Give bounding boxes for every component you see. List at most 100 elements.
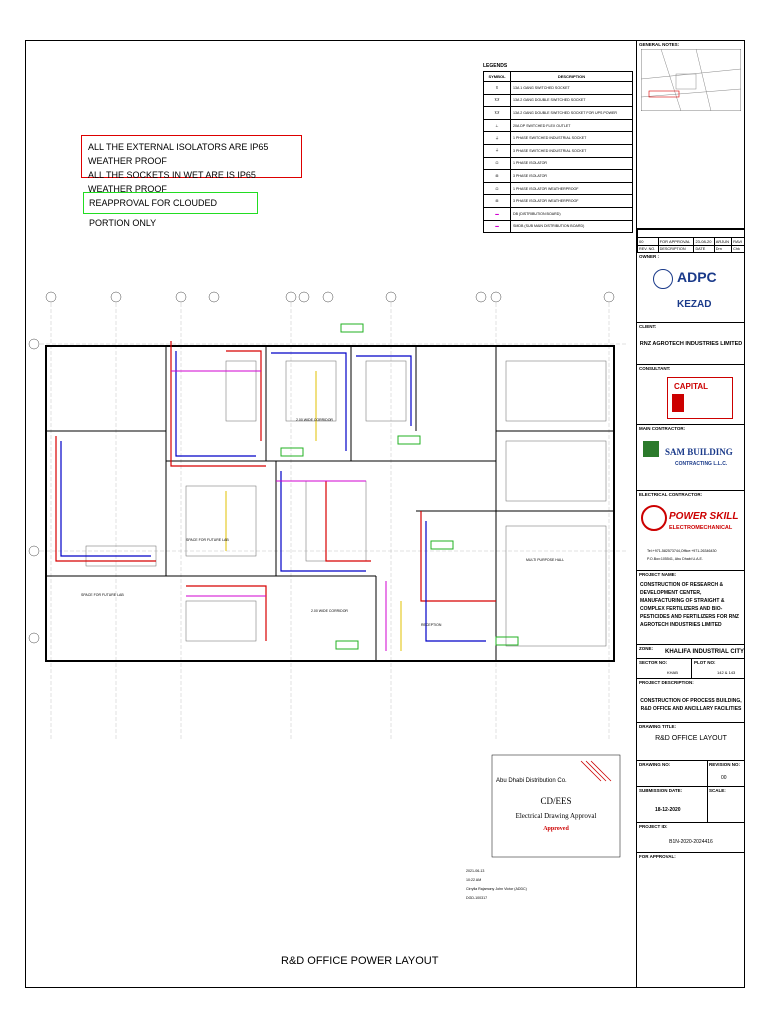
project-id: B1N-2020-2024416	[669, 839, 713, 845]
revision-table: 00 FOR APPROVAL 23-08-20 ARJUN RAVI REV.…	[637, 229, 745, 253]
legend-row: 3 PHASE ISOLATOR WEATHERPROOF	[510, 194, 633, 208]
electrical-contractor-label: ELECTRICAL CONTRACTOR:	[639, 492, 703, 497]
legend-symbol-icon: ⊼⊼	[483, 106, 511, 120]
stamp-signer: Cirrylla Rajamony John Victor (ADDC)	[466, 887, 527, 891]
owner-logo-adpc: ADPC	[677, 269, 717, 285]
drawing-title-section: DRAWING TITLE: R&D OFFICE LAYOUT	[637, 723, 745, 761]
legend-symbol-icon: ⊡	[483, 181, 511, 196]
plot-label: PLOT NO:	[694, 660, 716, 665]
reapproval-note: REAPPROVAL FOR CLOUDED PORTION ONLY	[83, 192, 258, 228]
for-approval-label: FOR APPROVAL:	[639, 854, 676, 859]
title-block: GENERAL NOTES: 00 FOR APPROVAL 23-08-20 …	[636, 41, 745, 987]
drawing-sheet: SPACE FOR FUTURE LAB SPACE FOR FUTURE LA…	[25, 40, 745, 988]
plot-value: 142 & 143	[717, 670, 736, 675]
circuit-magenta	[171, 370, 387, 651]
legend-symbol-icon: ⊞	[483, 194, 511, 208]
adpc-logo-icon	[653, 269, 673, 289]
drawing-no-section: DRAWING NO: REVISION NO: 00	[637, 761, 745, 787]
legend-row: 1 PHASE ISOLATOR	[510, 156, 633, 171]
circuit-red	[55, 341, 496, 641]
revision-section: 00 FOR APPROVAL 23-08-20 ARJUN RAVI REV.…	[637, 229, 745, 253]
revision-no-label: REVISION NO:	[709, 762, 741, 767]
general-notes-label: GENERAL NOTES:	[639, 42, 680, 47]
drawing-title: R&D OFFICE LAYOUT	[655, 735, 727, 742]
sector-plot-section: SECTOR NO: KHAB PLOT NO: 142 & 143	[637, 659, 745, 679]
plan-label-corridor: 2.00 WIDE CORRIDOR	[296, 418, 333, 422]
project-description-label: PROJECT DESCRIPTION:	[639, 680, 694, 685]
submission-section: SUBMISSION DATE: 18-12-2020 SCALE:	[637, 787, 745, 823]
drawing-no-label: DRAWING NO:	[639, 762, 671, 767]
floor-plan-drawing: SPACE FOR FUTURE LAB SPACE FOR FUTURE LA…	[28, 291, 626, 858]
sector-label: SECTOR NO:	[639, 660, 668, 665]
legend-col-symbol: SYMBOL	[483, 71, 511, 82]
client-label: CLIENT:	[639, 324, 657, 329]
stamp-meta: 2021-06-13 10:22 AM Cirrylla Rajamony Jo…	[466, 867, 527, 903]
legend-symbol-icon: ⊥	[483, 118, 511, 133]
sam-logo-icon	[643, 441, 659, 457]
rev-header-chk: Chk	[731, 245, 745, 253]
electrical-po: P.O.Box:105541, Abu Dhabi U.A.E.	[647, 557, 703, 561]
legend-row: 13A 1 GANG SWITCHED SOCKET	[510, 81, 633, 95]
main-contractor-label: MAIN CONTRACTOR:	[639, 426, 686, 431]
stamp-organization: Abu Dhabi Distribution Co.	[496, 778, 567, 784]
project-name-section: PROJECT NAME: CONSTRUCTION OF RESEARCH &…	[637, 571, 745, 645]
rev-drawn: ARJUN	[713, 237, 733, 246]
electrical-contractor-sub: ELECTROMECHANICAL	[669, 525, 733, 531]
legend-symbol-icon: ▬	[483, 206, 511, 221]
floor-plan: SPACE FOR FUTURE LAB SPACE FOR FUTURE LA…	[26, 41, 636, 987]
power-skill-logo-icon	[641, 505, 667, 531]
zone-label: ZONE:	[639, 646, 653, 651]
key-plan-map-icon	[641, 49, 741, 111]
rev-date: 23-08-20	[693, 237, 715, 246]
legend-row: 1 PHASE ISOLATOR WEATHERPROOF	[510, 181, 633, 196]
plan-title: R&D OFFICE POWER LAYOUT	[281, 955, 439, 967]
legend-row: SMDB (SUB MAIN DISTRIBUTION BOARD)	[510, 219, 633, 234]
rev-checked: RAVI	[731, 237, 745, 246]
legend-row: 1 PHASE SWITCHED INDUSTRIAL SOCKET	[510, 131, 633, 145]
plan-label-future-lab-2: SPACE FOR FUTURE LAB	[81, 593, 124, 597]
circuit-yellow	[225, 371, 402, 651]
legend-symbol-icon: ⊼	[483, 81, 511, 95]
stamp-time: 10:22 AM	[466, 878, 482, 882]
internal-walls	[46, 346, 614, 661]
stamp-subtitle: Electrical Drawing Approval	[515, 812, 597, 820]
circuit-blue	[60, 351, 486, 642]
stamp-status: Approved	[543, 826, 569, 832]
rev-header-drn: Drn	[713, 245, 733, 253]
electrical-contact: Tel:+971-582573744,Office:+971-26346430	[647, 549, 717, 553]
scale-label: SCALE:	[709, 788, 726, 793]
consultant-section: CONSULTANT: CAPITAL	[637, 365, 745, 425]
stamp-ref: DGD-100317	[466, 896, 488, 900]
owner-label: OWNER :	[639, 254, 659, 259]
project-description: CONSTRUCTION OF PROCESS BUILDING, R&D OF…	[640, 698, 742, 712]
stamp-date: 2021-06-13	[466, 869, 485, 873]
owner-logo-kezad: KEZAD	[677, 299, 712, 310]
weatherproof-note: ALL THE EXTERNAL ISOLATORS ARE IP65 WEAT…	[81, 135, 302, 194]
project-description-section: PROJECT DESCRIPTION: CONSTRUCTION OF PRO…	[637, 679, 745, 723]
zone-value: KHALIFA INDUSTRIAL CITY	[665, 649, 744, 655]
approval-stamp: Abu Dhabi Distribution Co. CD/EES Electr…	[491, 754, 621, 834]
submission-date: 18-12-2020	[655, 807, 681, 813]
grid-lines	[40, 303, 626, 741]
consultant-logo-frame: CAPITAL	[667, 377, 733, 419]
legend-row: 3 PHASE ISOLATOR	[510, 169, 633, 183]
main-contractor-section: MAIN CONTRACTOR: SAM BUILDING CONTRACTIN…	[637, 425, 745, 491]
addc-logo-icon	[580, 760, 612, 782]
rev-no: 00	[637, 237, 659, 246]
legend-symbol-icon: ⊼⊼	[483, 93, 511, 108]
legend-row: 13A 2 GANG DOUBLE SWITCHED SOCKET	[510, 93, 633, 108]
rev-header-date: DATE	[693, 245, 715, 253]
for-approval-section: FOR APPROVAL:	[637, 853, 745, 987]
legend-symbol-icon: ⏚	[483, 131, 511, 145]
project-id-label: PROJECT ID:	[639, 824, 668, 829]
note-wet-sockets: ALL THE SOCKETS IN WET ARE IS IP65 WEATH…	[88, 170, 256, 194]
owner-section: OWNER : ADPC KEZAD	[637, 253, 745, 323]
project-name-label: PROJECT NAME:	[639, 572, 677, 577]
circuit-green	[280, 323, 519, 650]
zone-section: ZONE: KHALIFA INDUSTRIAL CITY	[637, 645, 745, 659]
note-external-isolators: ALL THE EXTERNAL ISOLATORS ARE IP65 WEAT…	[88, 142, 269, 166]
rev-header-no: REV. NO.	[637, 245, 659, 253]
electrical-contractor-name: POWER SKILL	[669, 511, 739, 522]
